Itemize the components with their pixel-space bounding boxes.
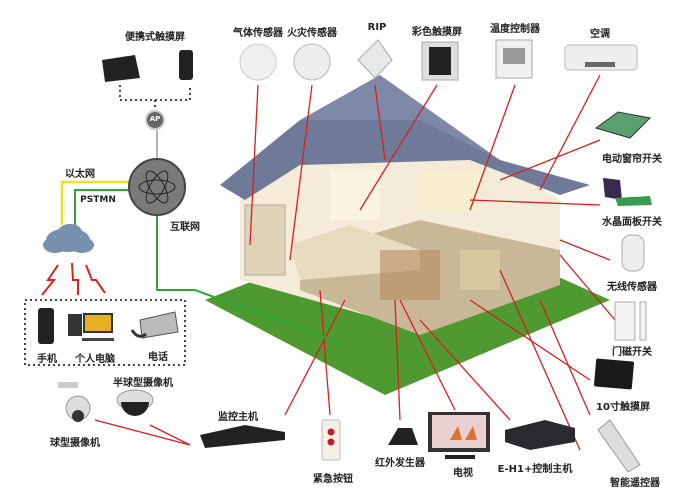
label-ptz-camera: 球型摄像机 xyxy=(50,438,100,449)
pc-icon xyxy=(68,313,114,341)
dome-camera-icon xyxy=(116,389,154,416)
label-panic-button: 紧急按钮 xyxy=(313,474,353,485)
label-portable-touchscreen: 便携式触摸屏 xyxy=(125,32,185,43)
color-touchscreen-icon xyxy=(421,41,459,81)
internet-hub-icon xyxy=(128,158,186,216)
wireless-sensor-icon xyxy=(621,234,645,272)
label-gas-sensor: 气体传感器 xyxy=(233,28,283,39)
label-color-touchscreen: 彩色触摸屏 xyxy=(412,27,462,38)
curtain-switch-icon xyxy=(594,111,652,139)
label-pc: 个人电脑 xyxy=(75,354,115,365)
label-thermostat: 温度控制器 xyxy=(490,24,540,35)
label-rip: RIP xyxy=(367,22,387,33)
label-10inch-touchscreen: 10寸触摸屏 xyxy=(596,402,650,413)
label-wireless-sensor: 无线传感器 xyxy=(607,282,657,293)
label-tv: 电视 xyxy=(453,468,473,479)
label-control-host: E-H1+控制主机 xyxy=(497,464,573,475)
crystal-panel-switch-icon xyxy=(603,178,652,206)
cloud-icon xyxy=(43,224,94,253)
pir-sensor-icon xyxy=(357,39,393,79)
pstn-line xyxy=(74,189,130,225)
ethernet-label: 以太网 xyxy=(65,169,95,180)
label-fire-sensor: 火灾传感器 xyxy=(287,28,337,39)
label-dome-camera: 半球型摄像机 xyxy=(113,378,173,389)
smoke-detector-icon xyxy=(293,43,331,81)
tablet-icon xyxy=(102,50,193,82)
dvr-icon xyxy=(200,425,285,448)
label-crystal-panel-switch: 水晶面板开关 xyxy=(602,217,662,228)
telephone-icon xyxy=(130,311,179,339)
label-monitor-host: 监控主机 xyxy=(218,412,258,423)
control-host-icon xyxy=(505,420,575,450)
thermostat-icon xyxy=(495,39,533,79)
ptz-camera-icon xyxy=(58,382,91,422)
label-mobile: 手机 xyxy=(37,354,57,365)
remote-icon xyxy=(597,419,641,473)
door-magnet-icon xyxy=(614,301,647,341)
label-curtain-switch: 电动窗帘开关 xyxy=(602,154,662,165)
label-telephone: 电话 xyxy=(148,352,168,363)
ap-label: AP xyxy=(149,115,161,123)
gas-sensor-icon xyxy=(239,43,277,81)
ir-emitter-icon xyxy=(388,428,418,445)
wireless-signal-icon xyxy=(41,262,106,296)
label-door-magnet: 门磁开关 xyxy=(612,347,652,358)
ap-icon xyxy=(145,110,165,130)
label-remote: 智能遥控器 xyxy=(610,478,660,489)
panic-button-icon xyxy=(321,419,341,461)
internet-line xyxy=(156,215,346,346)
pstn-label: PSTMN xyxy=(80,195,116,205)
air-conditioner-icon xyxy=(564,44,638,71)
internet-label: 互联网 xyxy=(170,222,200,233)
label-air-conditioner: 空调 xyxy=(590,29,610,40)
label-ir-emitter: 红外发生器 xyxy=(375,458,425,469)
connector-lines xyxy=(94,74,616,451)
client-device-group xyxy=(24,299,186,366)
tv-icon xyxy=(428,412,490,459)
ethernet-line xyxy=(60,180,130,225)
touchscreen-icon xyxy=(594,358,634,390)
phone-icon xyxy=(38,308,54,344)
